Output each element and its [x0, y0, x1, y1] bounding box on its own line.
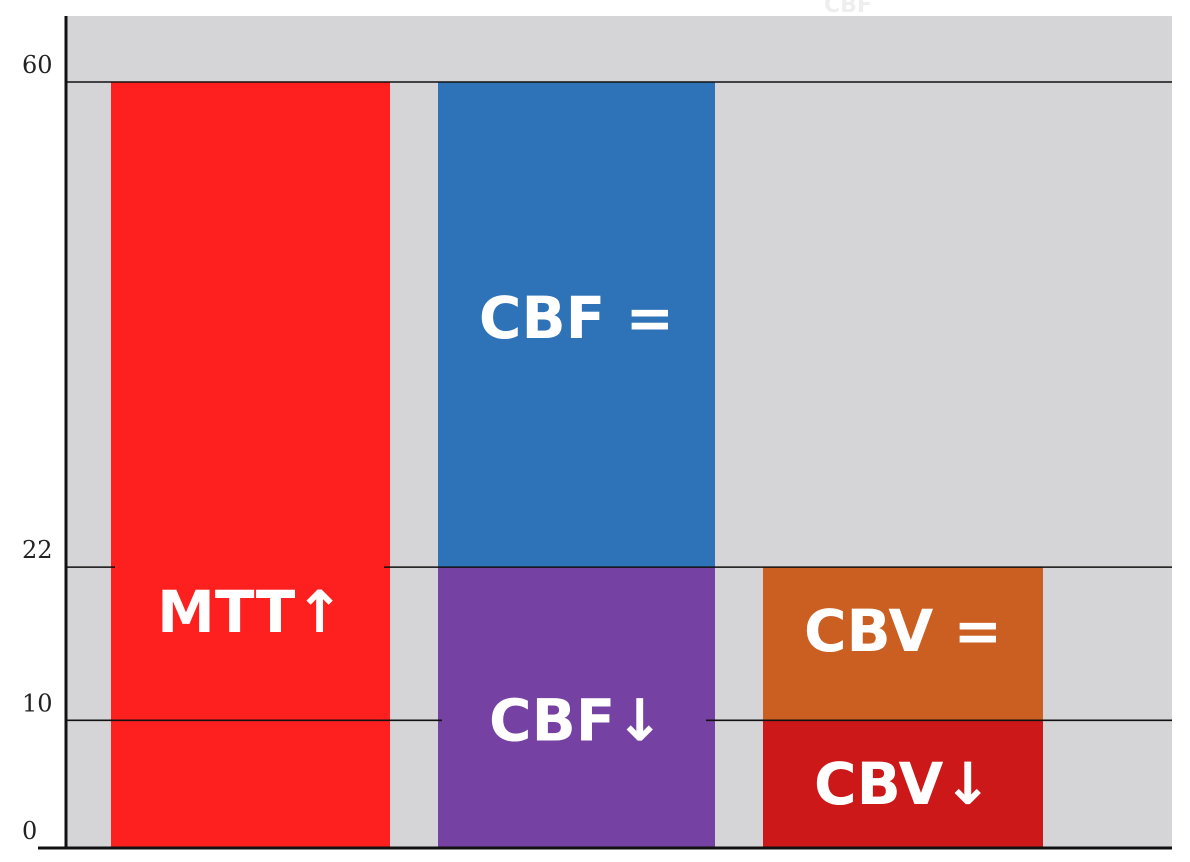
bar-1-segment-1-label: MTT↑ — [157, 578, 344, 646]
bar-2-segment-1 — [438, 567, 715, 848]
faint-top-label: CBF — [824, 0, 872, 18]
y-tick-label-10: 10 — [22, 689, 53, 717]
bar-1-segment-1 — [111, 82, 390, 848]
bar-3-segment-1 — [763, 720, 1043, 848]
segment-labels: MTT↑ CBF↓ CBF = CBV↓ CBV = — [157, 284, 1002, 818]
bar-2-segment-2 — [438, 82, 715, 568]
bar-2-segment-2-label: CBF = — [479, 284, 674, 352]
bar-3-segment-2-label: CBV = — [804, 597, 1002, 665]
bar-3-segment-1-label: CBV↓ — [814, 750, 992, 818]
bar-2-segment-1-label: CBF↓ — [489, 686, 664, 754]
y-tick-label-60: 60 — [22, 51, 53, 79]
y-tick-label-22: 22 — [22, 536, 53, 564]
bars-layer — [111, 82, 1043, 848]
bar-3-segment-2 — [763, 567, 1043, 721]
y-tick-labels: 0 10 22 60 — [22, 51, 53, 845]
y-tick-label-0: 0 — [22, 817, 37, 845]
reference-lines — [66, 81, 1172, 722]
